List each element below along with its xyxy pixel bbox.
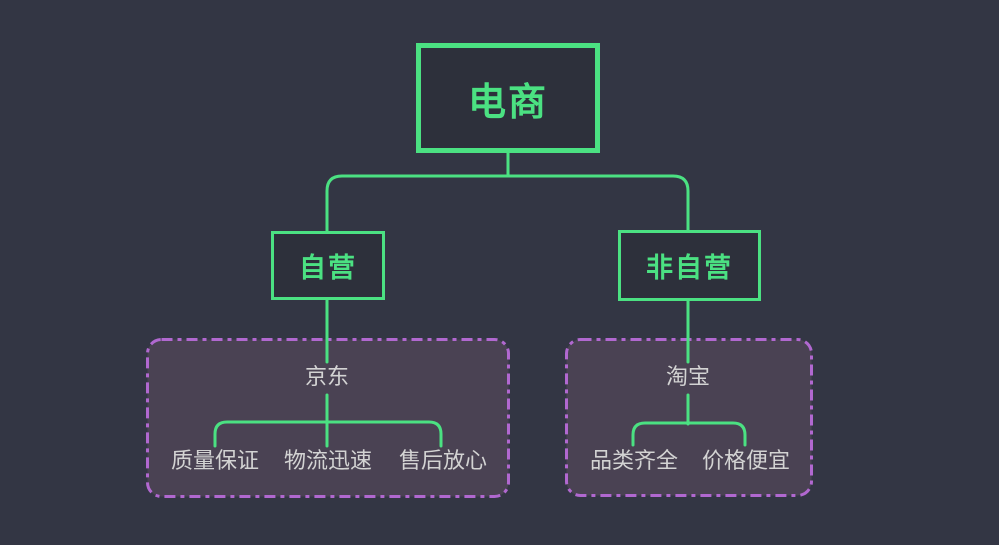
node-branch-self-operated[interactable]: 自营 (271, 231, 385, 300)
connector-jingdong-to-children (213, 393, 443, 448)
node-jingdong[interactable]: 京东 (304, 365, 349, 390)
node-branch-non-self-operated[interactable]: 非自营 (618, 230, 761, 301)
leaf-cheap-prices[interactable]: 价格便宜 (701, 449, 790, 474)
connector-root-to-branches (325, 148, 690, 235)
leaf-aftersales-assurance[interactable]: 售后放心 (398, 449, 487, 474)
node-root-ecommerce[interactable]: 电商 (416, 43, 600, 153)
node-taobao[interactable]: 淘宝 (665, 365, 710, 390)
leaf-fast-logistics[interactable]: 物流迅速 (283, 449, 372, 474)
leaf-complete-categories[interactable]: 品类齐全 (589, 449, 678, 474)
connector-taobao-to-children (631, 393, 747, 447)
leaf-quality-guarantee[interactable]: 质量保证 (170, 449, 259, 474)
